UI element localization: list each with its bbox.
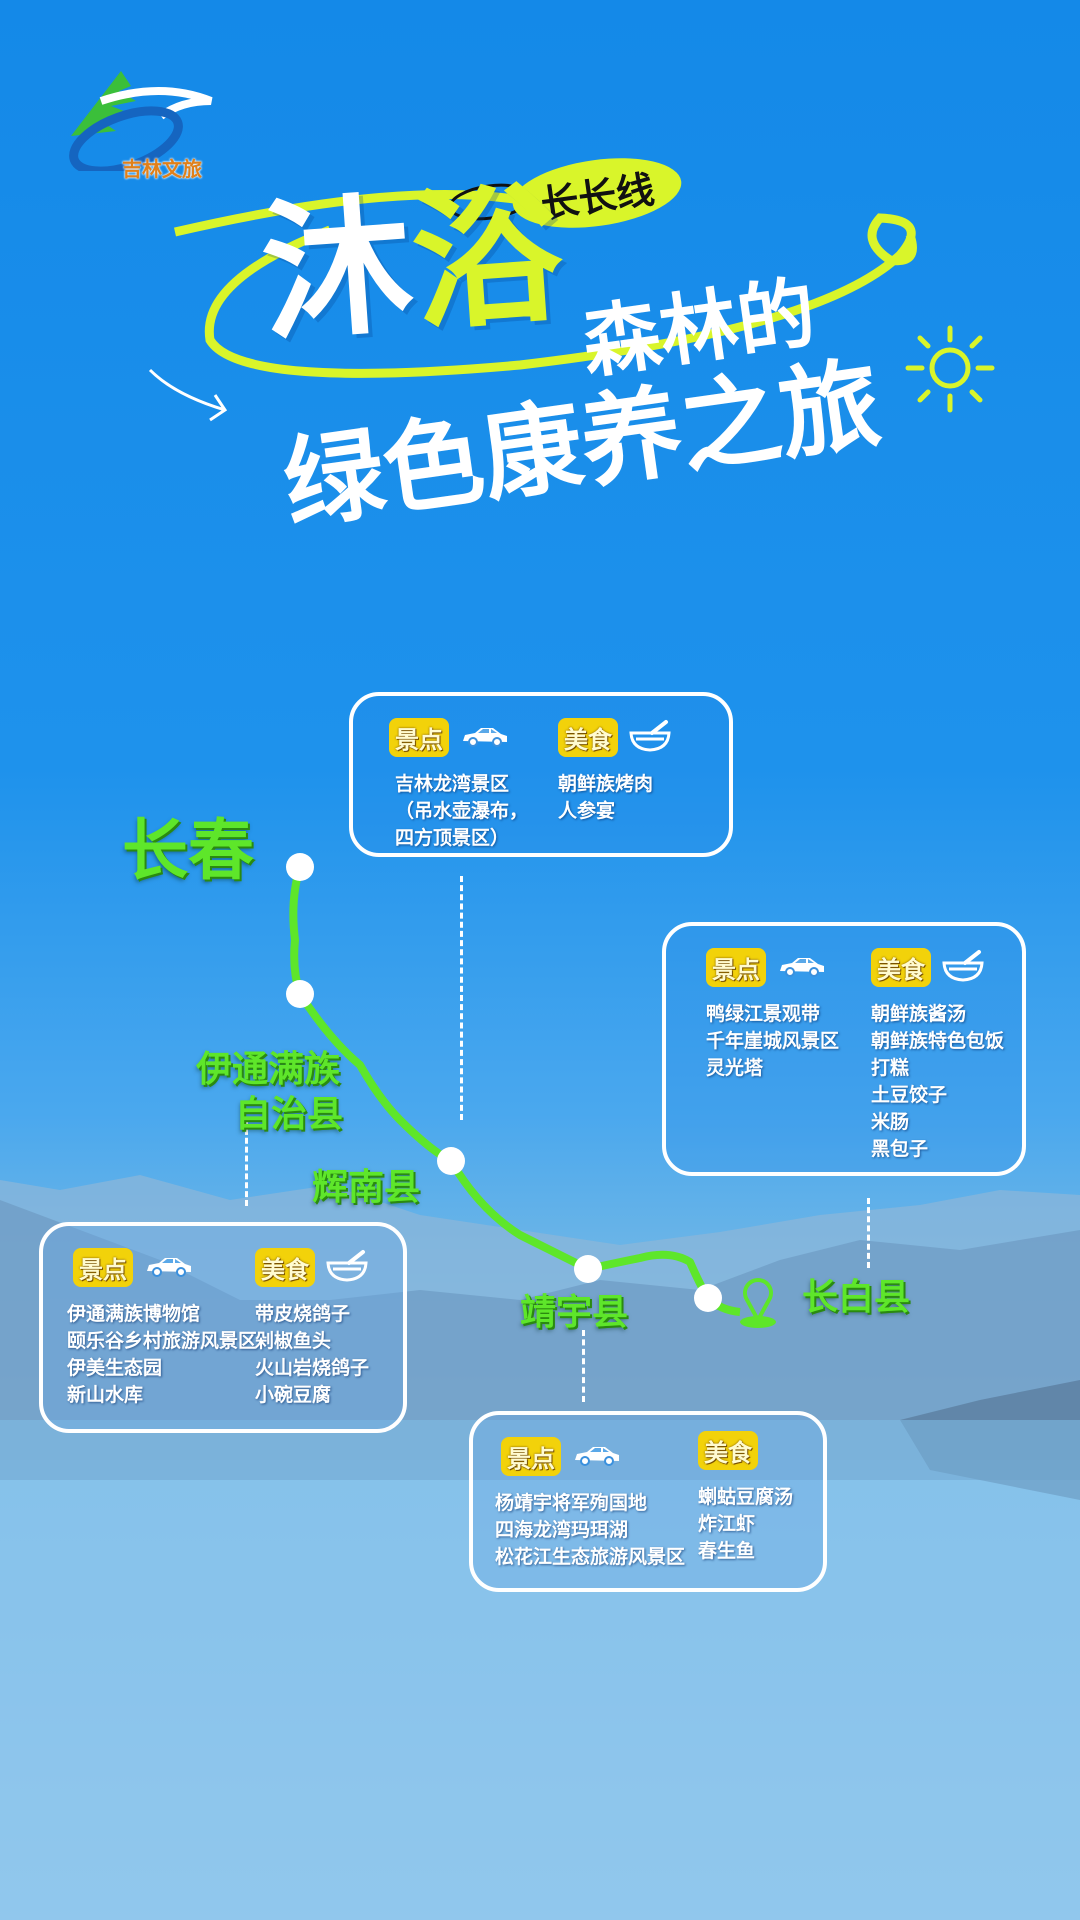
spots-list: 杨靖宇将军殉国地四海龙湾玛珥湖松花江生态旅游风景区 — [495, 1490, 685, 1571]
list-item: 杨靖宇将军殉国地 — [495, 1492, 648, 1514]
list-item: 小碗豆腐 — [255, 1384, 332, 1406]
spots-badge: 景点 — [501, 1437, 561, 1476]
connector-line — [245, 1120, 248, 1206]
info-card-changchun: 景点 吉林龙湾景区 （吊水壶瀑布， 四方顶景区） 美食 朝鲜族烤肉人参宴 — [349, 692, 733, 857]
city-yitong-line1: 伊通满族 — [196, 1049, 341, 1090]
list-item: （吊水壶瀑布， — [395, 800, 529, 822]
list-item: 蝲蛄豆腐汤 — [698, 1486, 794, 1508]
food-list: 带皮烧鸽子剁椒鱼头火山岩烧鸽子小碗豆腐 — [255, 1301, 369, 1409]
spots-column: 景点 鸭绿江景观带千年崖城风景区灵光塔 — [706, 948, 839, 1082]
logo-text: 吉林文旅 — [122, 157, 202, 181]
food-list: 朝鲜族酱汤朝鲜族特色包饭打糕土豆饺子米肠黑包子 — [871, 1001, 1004, 1163]
list-item: 炸江虾 — [698, 1513, 756, 1535]
node-changbai — [694, 1284, 722, 1312]
title-swoosh — [148, 183, 917, 422]
food-column: 美食 朝鲜族烤肉人参宴 — [558, 718, 672, 825]
spots-column: 景点 伊通满族博物馆颐乐谷乡村旅游风景区伊美生态园新山水库 — [67, 1248, 257, 1409]
car-icon — [143, 1254, 193, 1282]
spots-column: 景点 吉林龙湾景区 （吊水壶瀑布， 四方顶景区） — [389, 718, 528, 852]
car-icon — [571, 1443, 621, 1471]
list-item: 松花江生态旅游风景区 — [495, 1546, 686, 1568]
list-item: 千年崖城风景区 — [706, 1030, 840, 1052]
list-item: 带皮烧鸽子 — [255, 1303, 351, 1325]
list-item: 朝鲜族特色包饭 — [871, 1030, 1005, 1052]
food-column: 美食 蝲蛄豆腐汤炸江虾春生鱼 — [698, 1431, 793, 1565]
bowl-icon — [628, 719, 672, 757]
spots-badge: 景点 — [389, 718, 449, 757]
list-item: 朝鲜族烤肉 — [558, 773, 654, 795]
city-jingyu: 靖宇县 — [520, 1292, 629, 1333]
food-column: 美食 带皮烧鸽子剁椒鱼头火山岩烧鸽子小碗豆腐 — [255, 1248, 369, 1409]
list-item: 春生鱼 — [698, 1540, 756, 1562]
list-item: 四方顶景区） — [395, 827, 510, 849]
bowl-icon — [325, 1249, 369, 1287]
food-badge: 美食 — [558, 718, 618, 757]
food-badge: 美食 — [698, 1431, 758, 1470]
spots-list: 鸭绿江景观带千年崖城风景区灵光塔 — [706, 1001, 839, 1082]
connector-line — [460, 876, 463, 1120]
spots-column: 景点 杨靖宇将军殉国地四海龙湾玛珥湖松花江生态旅游风景区 — [495, 1437, 685, 1571]
food-list: 蝲蛄豆腐汤炸江虾春生鱼 — [698, 1484, 793, 1565]
list-item: 伊通满族博物馆 — [67, 1303, 201, 1325]
city-huinan: 辉南县 — [312, 1167, 421, 1208]
list-item: 鸭绿江景观带 — [706, 1003, 821, 1025]
list-item: 火山岩烧鸽子 — [255, 1357, 370, 1379]
list-item: 黑包子 — [871, 1138, 929, 1160]
food-badge: 美食 — [871, 948, 931, 987]
list-item: 伊美生态园 — [67, 1357, 163, 1379]
city-changbai: 长白县 — [802, 1277, 911, 1318]
list-item: 土豆饺子 — [871, 1084, 948, 1106]
spots-list: 吉林龙湾景区 （吊水壶瀑布， 四方顶景区） — [395, 771, 528, 852]
city-changchun: 长春 — [122, 812, 254, 889]
list-item: 新山水库 — [67, 1384, 144, 1406]
node-changchun — [286, 853, 314, 881]
bowl-icon — [941, 949, 985, 987]
spots-badge: 景点 — [73, 1248, 133, 1287]
list-item: 吉林龙湾景区 — [395, 773, 510, 795]
car-icon — [776, 954, 826, 982]
connector-line — [582, 1330, 585, 1402]
list-item: 朝鲜族酱汤 — [871, 1003, 967, 1025]
info-card-jingyu: 景点 杨靖宇将军殉国地四海龙湾玛珥湖松花江生态旅游风景区 美食 蝲蛄豆腐汤炸江虾… — [469, 1411, 827, 1592]
sun-icon — [905, 325, 995, 413]
spots-badge: 景点 — [706, 948, 766, 987]
car-icon — [459, 724, 509, 752]
node-jingyu — [574, 1255, 602, 1283]
food-badge: 美食 — [255, 1248, 315, 1287]
node-yitong — [286, 980, 314, 1008]
food-list: 朝鲜族烤肉人参宴 — [558, 771, 672, 825]
list-item: 四海龙湾玛珥湖 — [495, 1519, 629, 1541]
route-nodes — [286, 853, 722, 1312]
food-column: 美食 朝鲜族酱汤朝鲜族特色包饭打糕土豆饺子米肠黑包子 — [871, 948, 1004, 1163]
info-card-yitong: 景点 伊通满族博物馆颐乐谷乡村旅游风景区伊美生态园新山水库 美食 带皮烧鸽子剁椒… — [39, 1222, 407, 1433]
list-item: 剁椒鱼头 — [255, 1330, 332, 1352]
connector-line — [867, 1198, 870, 1268]
info-card-changbai: 景点 鸭绿江景观带千年崖城风景区灵光塔 美食 朝鲜族酱汤朝鲜族特色包饭打糕土豆饺… — [662, 922, 1026, 1176]
spots-list: 伊通满族博物馆颐乐谷乡村旅游风景区伊美生态园新山水库 — [67, 1301, 257, 1409]
list-item: 颐乐谷乡村旅游风景区 — [67, 1330, 258, 1352]
node-huinan — [437, 1147, 465, 1175]
jilin-tourism-logo — [69, 71, 213, 171]
list-item: 人参宴 — [558, 800, 616, 822]
list-item: 米肠 — [871, 1111, 910, 1133]
list-item: 灵光塔 — [706, 1057, 764, 1079]
location-pin-icon — [740, 1278, 776, 1328]
list-item: 打糕 — [871, 1057, 910, 1079]
city-yitong-line2: 自治县 — [235, 1094, 344, 1135]
